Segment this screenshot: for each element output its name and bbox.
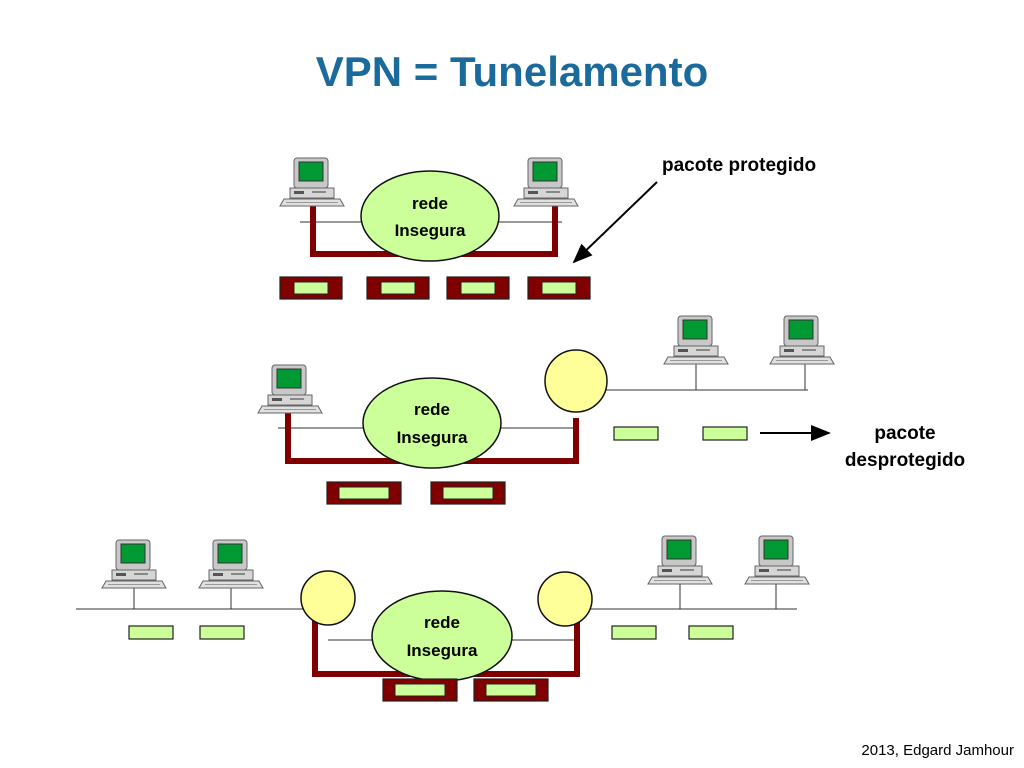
plain-packet	[688, 625, 734, 640]
cloud-label-line2: Insegura	[395, 221, 466, 240]
vpn-gateway	[537, 571, 593, 627]
computer-icon	[198, 539, 264, 589]
encrypted-packet	[527, 276, 591, 300]
encrypted-packet	[382, 678, 458, 702]
callout-unprotected-packet-line2: desprotegido	[844, 450, 966, 471]
scenario-gateway-to-gateway: rede Insegura	[76, 535, 810, 702]
plain-packet	[199, 625, 245, 640]
computer-icon	[744, 535, 810, 585]
scenario-host-to-host: rede Insegura	[279, 157, 658, 300]
computer-icon	[663, 315, 729, 365]
cloud-label-line2: Insegura	[397, 428, 468, 447]
callout-unprotected-packet-line1: pacote	[874, 423, 936, 444]
footer-credit: 2013, Edgard Jamhour	[861, 742, 1014, 759]
encrypted-packet	[430, 481, 506, 505]
encrypted-packet	[279, 276, 343, 300]
insecure-network-cloud	[371, 590, 513, 682]
computer-icon	[769, 315, 835, 365]
slide-title: VPN = Tunelamento	[315, 48, 709, 95]
computer-icon	[279, 157, 345, 207]
computer-icon	[647, 535, 713, 585]
computer-icon	[257, 364, 323, 414]
vpn-gateway	[300, 570, 356, 626]
encrypted-packet	[446, 276, 510, 300]
plain-packet	[613, 426, 659, 441]
insecure-network-cloud	[362, 377, 502, 469]
plain-packet	[611, 625, 657, 640]
cloud-label-line2: Insegura	[407, 641, 478, 660]
vpn-gateway	[544, 349, 608, 413]
plain-packet	[702, 426, 748, 441]
encrypted-packet	[326, 481, 402, 505]
scenario-host-to-gateway: rede Insegura	[257, 315, 835, 505]
callout-protected-packet: pacote protegido	[662, 155, 817, 176]
cloud-label-line1: rede	[424, 613, 460, 632]
encrypted-packet	[366, 276, 430, 300]
cloud-label-line1: rede	[412, 194, 448, 213]
computer-icon	[101, 539, 167, 589]
cloud-label-line1: rede	[414, 400, 450, 419]
computer-icon	[513, 157, 579, 207]
plain-packet	[128, 625, 174, 640]
encrypted-packet	[473, 678, 549, 702]
callout-arrow	[572, 181, 658, 264]
insecure-network-cloud	[360, 170, 500, 262]
